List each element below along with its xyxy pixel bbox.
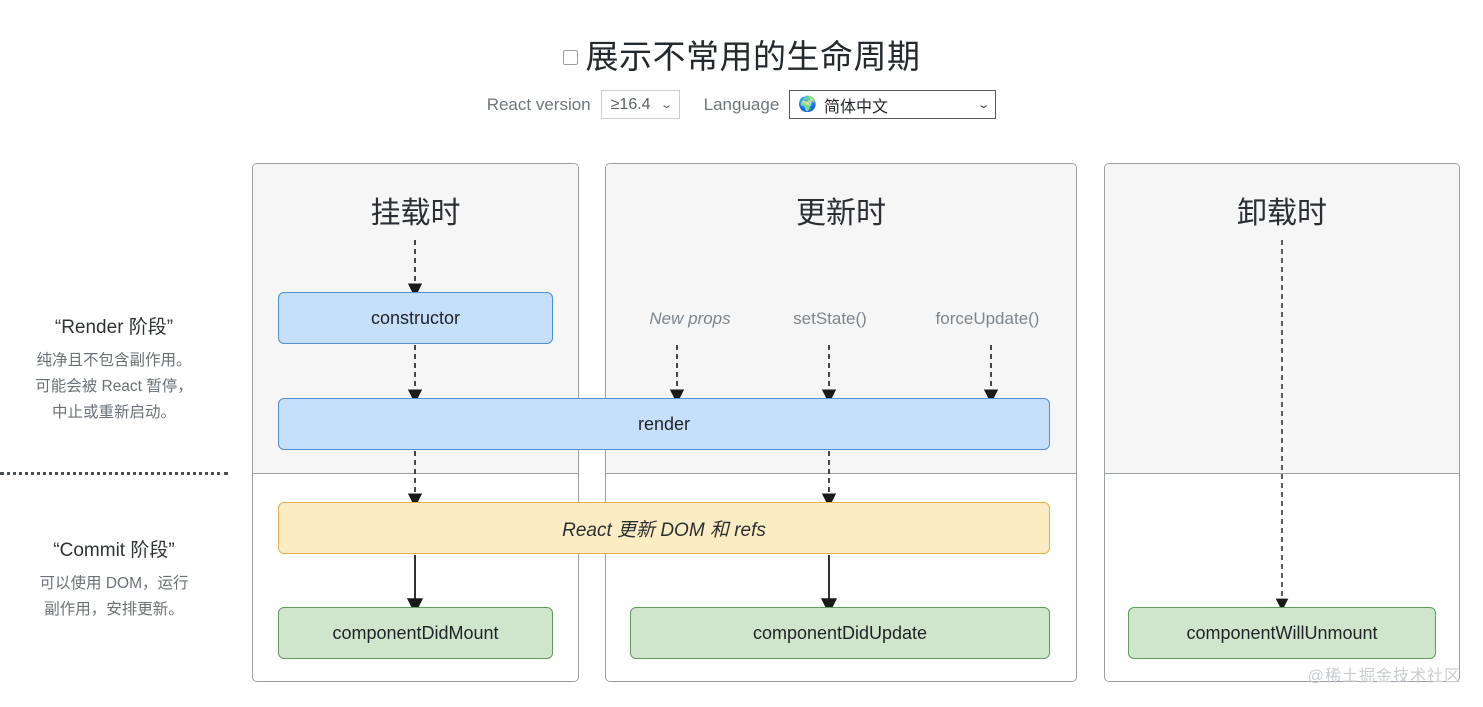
checkbox-unchecked-icon[interactable] [562, 50, 578, 65]
react-version-value: ≥16.4 [610, 95, 651, 113]
legend-render-line1: 纯净且不包含副作用。 [36, 352, 192, 369]
controls-bar: React version ≥16.4 ⌄ Language 🌍 简体中文 ⌄ [0, 90, 1483, 119]
column-updating-title: 更新时 [796, 197, 886, 230]
node-render-label: render [637, 413, 691, 434]
language-select[interactable]: 🌍 简体中文 ⌄ [789, 90, 997, 119]
language-label: Language [703, 94, 780, 114]
react-version-label: React version [486, 94, 591, 114]
column-unmounting-title: 卸载时 [1237, 197, 1327, 230]
page-title: 展示不常用的生命周期 [0, 30, 1483, 78]
trigger-set-state: setState() [793, 309, 867, 328]
legend-commit-title: “Commit 阶段” [53, 540, 175, 561]
legend-commit-line1: 可以使用 DOM，运行 [39, 575, 189, 592]
page-title-text: 展示不常用的生命周期 [585, 38, 921, 75]
legend-render-phase: “Render 阶段” 纯净且不包含副作用。 可能会被 React 暂停， 中止… [0, 312, 228, 426]
legend-render-title: “Render 阶段” [54, 317, 174, 338]
node-component-will-unmount-label: componentWillUnmount [1186, 622, 1378, 643]
node-component-did-mount[interactable]: componentDidMount [278, 607, 553, 659]
node-constructor[interactable]: constructor [278, 292, 553, 344]
trigger-new-props: New props [649, 309, 731, 328]
legend-commit-line2: 副作用，安排更新。 [44, 601, 184, 618]
legend-render-line2: 可能会被 React 暂停， [35, 378, 193, 395]
globe-icon: 🌍 [798, 96, 817, 113]
node-react-updates-dom-label: React 更新 DOM 和 refs [562, 519, 766, 541]
node-render[interactable]: render [278, 398, 1050, 450]
watermark: @稀土掘金技术社区 [1307, 668, 1461, 685]
chevron-down-icon: ⌄ [660, 99, 674, 111]
chevron-down-icon: ⌄ [976, 99, 991, 111]
column-unmounting: 卸载时 [1104, 163, 1460, 682]
node-component-did-mount-label: componentDidMount [332, 622, 499, 643]
node-component-did-update-label: componentDidUpdate [752, 622, 928, 643]
node-constructor-label: constructor [370, 307, 461, 328]
column-mounting-title: 挂载时 [370, 197, 461, 230]
legend-dotted-divider [0, 472, 228, 475]
trigger-force-update: forceUpdate() [935, 309, 1040, 328]
node-component-will-unmount[interactable]: componentWillUnmount [1128, 607, 1436, 659]
react-version-select[interactable]: ≥16.4 ⌄ [600, 90, 680, 119]
legend-render-line3: 中止或重新启动。 [51, 404, 176, 421]
legend-commit-phase: “Commit 阶段” 可以使用 DOM，运行 副作用，安排更新。 [0, 535, 228, 623]
node-component-did-update[interactable]: componentDidUpdate [630, 607, 1050, 659]
node-react-updates-dom[interactable]: React 更新 DOM 和 refs [278, 502, 1050, 554]
language-value: 简体中文 [823, 98, 888, 116]
